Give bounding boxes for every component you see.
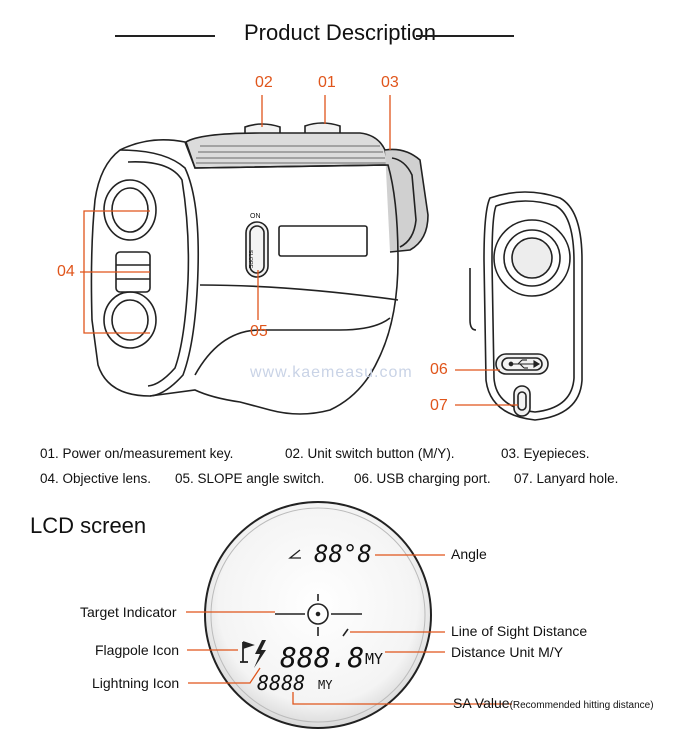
distance-readout: 888.8 xyxy=(280,641,364,674)
label-lightning-icon: Lightning Icon xyxy=(92,675,180,691)
sa-readout: 8888 xyxy=(257,671,305,695)
label-angle: Angle xyxy=(451,546,487,562)
lightning-icon xyxy=(254,640,266,668)
rangefinder-side-view xyxy=(90,122,429,415)
callout-03: 03 xyxy=(381,74,399,91)
angle-icon xyxy=(288,549,301,559)
usb-icon xyxy=(508,359,541,369)
switch-slope-label: SLOPE xyxy=(247,250,253,269)
flagpole-icon xyxy=(240,641,255,663)
desc-slope-switch: 05. SLOPE angle switch. xyxy=(175,471,325,486)
callout-04: 04 xyxy=(57,263,75,280)
desc-eyepieces: 03. Eyepieces. xyxy=(501,446,590,461)
callout-05: 05 xyxy=(250,323,268,340)
label-los-distance: Line of Sight Distance xyxy=(451,623,588,639)
desc-unit-switch: 02. Unit switch button (M/Y). xyxy=(285,446,455,461)
callout-02: 02 xyxy=(255,74,273,91)
label-sa-value: SA Value(Recommended hitting distance) xyxy=(453,695,654,711)
title-line-left xyxy=(115,35,215,37)
label-target-indicator: Target Indicator xyxy=(80,604,177,620)
lcd-section-title: LCD screen xyxy=(30,513,147,538)
callout-01: 01 xyxy=(318,74,336,91)
rangefinder-rear-view xyxy=(469,191,583,421)
title-line-right xyxy=(416,35,514,37)
target-indicator-icon xyxy=(275,594,362,636)
label-sa-note: (Recommended hitting distance) xyxy=(509,700,654,711)
desc-objective-lens: 04. Objective lens. xyxy=(40,471,152,486)
label-sa-value-text: SA Value xyxy=(453,695,510,711)
distance-unit-readout: MY xyxy=(365,650,383,668)
switch-on-label: ON xyxy=(250,213,261,220)
desc-usb-port: 06. USB charging port. xyxy=(354,471,491,486)
page-title: Product Description xyxy=(244,20,436,45)
callout-leaders xyxy=(80,95,518,406)
desc-power-key: 01. Power on/measurement key. xyxy=(40,446,234,461)
callout-06: 06 xyxy=(430,361,448,378)
lcd-callout-leaders xyxy=(186,554,512,705)
los-indicator-icon xyxy=(342,628,349,637)
watermark: www.kaemeasu.com xyxy=(250,364,413,381)
sa-unit-readout: MY xyxy=(318,678,333,692)
desc-lanyard-hole: 07. Lanyard hole. xyxy=(514,471,619,486)
angle-readout: 88°8 xyxy=(314,540,372,568)
label-flagpole-icon: Flagpole Icon xyxy=(95,642,180,658)
label-distance-unit: Distance Unit M/Y xyxy=(451,644,564,660)
callout-07: 07 xyxy=(430,397,448,414)
